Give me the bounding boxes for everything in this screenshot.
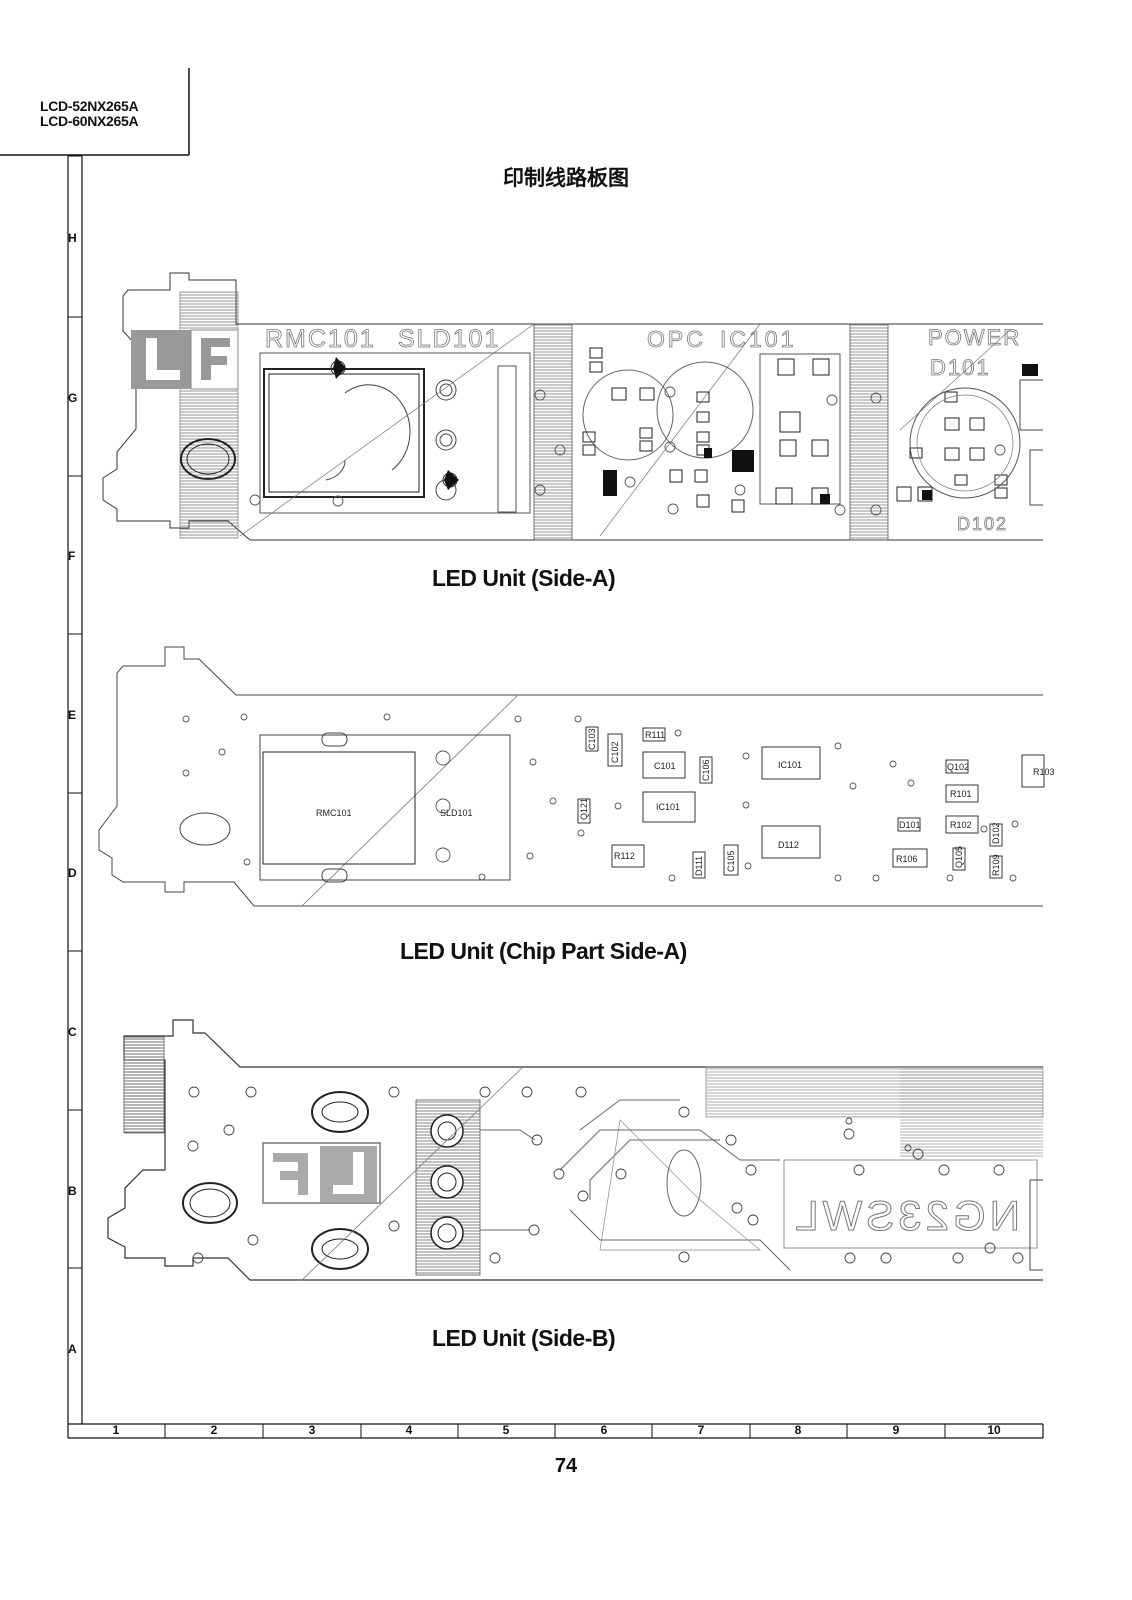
chip-label-c103: C103 (587, 728, 597, 750)
chip-label-d101: R101 (950, 789, 972, 799)
col-label-10: 10 (987, 1423, 1001, 1437)
chip-label-r112: Q121 (579, 798, 589, 820)
chip-label-q105: R106 (896, 854, 918, 864)
model-numbers: LCD-52NX265A LCD-60NX265A (40, 98, 139, 129)
page-number: 74 (554, 1455, 578, 1477)
model-number-2: LCD-60NX265A (40, 113, 139, 129)
row-label-a: A (68, 1342, 77, 1356)
chip-label-c106: C106 (701, 759, 711, 781)
silk-opc: OPC (647, 326, 706, 352)
silk-rmc101: RMC101 (265, 325, 376, 353)
chip-label-r111: R111 (645, 730, 665, 740)
chip-label-q102: D112 (778, 840, 799, 850)
col-label-2: 2 (210, 1423, 218, 1437)
chip-label-c102: C102 (610, 741, 620, 763)
row-label-b: B (68, 1184, 77, 1198)
silk-ic101: IC101 (720, 326, 796, 352)
row-label-h: H (68, 231, 77, 245)
chip-label-ic101-text: IC101 (656, 802, 680, 812)
caption-side-a: LED Unit (Side-A) (432, 565, 616, 591)
silk-sld101: SLD101 (398, 325, 500, 353)
chip-label-d102: R102 (950, 820, 972, 830)
chip-label-c101: C101 (654, 761, 676, 771)
row-label-e: E (68, 708, 77, 722)
chip-label-r102: D101 (899, 820, 921, 830)
page-title: 印制线路板图 (503, 166, 629, 190)
caption-side-b: LED Unit (Side-B) (432, 1325, 616, 1351)
caption-chip-side-a: LED Unit (Chip Part Side-A) (400, 938, 687, 964)
chip-label-r103: R109 (991, 854, 1001, 876)
mirrored-silk-text: NG23SWL (791, 1192, 1020, 1239)
col-label-7: 7 (697, 1423, 705, 1437)
chip-label-sld101: SLD101 (440, 808, 473, 818)
chip-label-r106: D102 (991, 822, 1001, 844)
row-label-d: D (68, 866, 77, 880)
chip-label-d112: C105 (726, 850, 736, 872)
chip-label-d111: R112 (614, 851, 635, 861)
col-label-6: 6 (600, 1423, 608, 1437)
model-number-1: LCD-52NX265A (40, 98, 139, 114)
silk-d102: D102 (957, 514, 1008, 534)
col-label-5: 5 (502, 1423, 510, 1437)
col-label-9: 9 (892, 1423, 900, 1437)
col-label-8: 8 (794, 1423, 802, 1437)
chip-label-q121: IC101 (778, 760, 802, 770)
chip-label-q1: R103 (1033, 767, 1055, 777)
chip-label-rmc101: RMC101 (316, 808, 352, 818)
chip-label-r101: Q102 (947, 762, 969, 772)
row-label-f: F (68, 549, 76, 563)
row-label-g: G (68, 391, 78, 405)
col-label-4: 4 (405, 1423, 413, 1437)
chip-label-c105: D111 (694, 856, 704, 876)
row-label-c: C (68, 1025, 77, 1039)
chip-label-r109: Q105 (954, 846, 964, 868)
col-label-1: 1 (112, 1423, 120, 1437)
silk-power: POWER (928, 325, 1021, 350)
col-label-3: 3 (308, 1423, 316, 1437)
